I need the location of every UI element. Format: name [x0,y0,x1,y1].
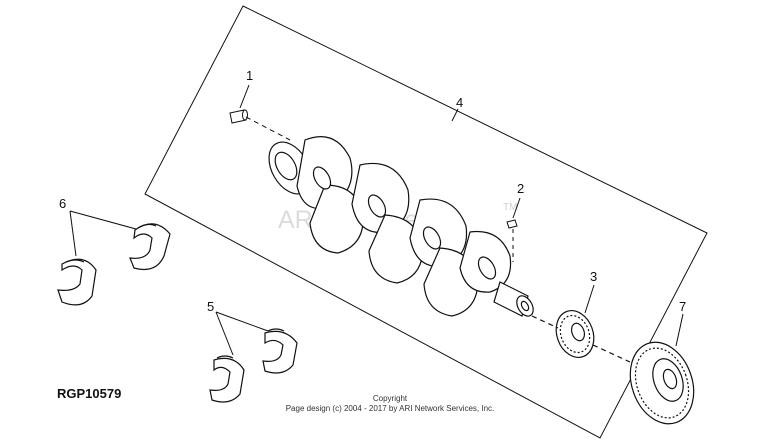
callout-1: 1 [246,68,253,83]
part-6-main-bearings[interactable] [57,223,171,306]
callout-6: 6 [59,196,66,211]
copyright-notice: Copyright Page design (c) 2004 - 2017 by… [250,394,530,414]
callout-4: 4 [456,95,463,110]
callout-2: 2 [517,181,524,196]
callout-5: 5 [207,299,214,314]
copyright-line-2: Page design (c) 2004 - 2017 by ARI Netwo… [285,404,495,413]
copyright-line-1: Copyright [372,394,408,403]
leader-4 [451,108,459,122]
crankshaft[interactable] [260,135,536,319]
part-7-idler-gear[interactable] [619,333,704,432]
leader-2 [512,197,521,219]
leader-3 [584,284,595,314]
leader-5b [215,311,234,356]
part-3-crankshaft-gear[interactable] [531,305,631,363]
part-1-dowel-pin[interactable] [229,109,291,141]
part-2-key[interactable] [506,219,518,262]
diagram-id-label: RGP10579 [57,386,122,401]
callout-3: 3 [590,269,597,284]
watermark-tm: TM [503,202,517,213]
assembly-boundary [144,5,708,439]
callout-7: 7 [679,299,686,314]
leader-1 [239,84,250,109]
part-5-rod-bearings[interactable] [209,328,298,403]
leader-6b [69,210,77,257]
leader-6a [69,210,137,230]
leader-7 [675,313,684,347]
leader-5a [215,311,269,332]
